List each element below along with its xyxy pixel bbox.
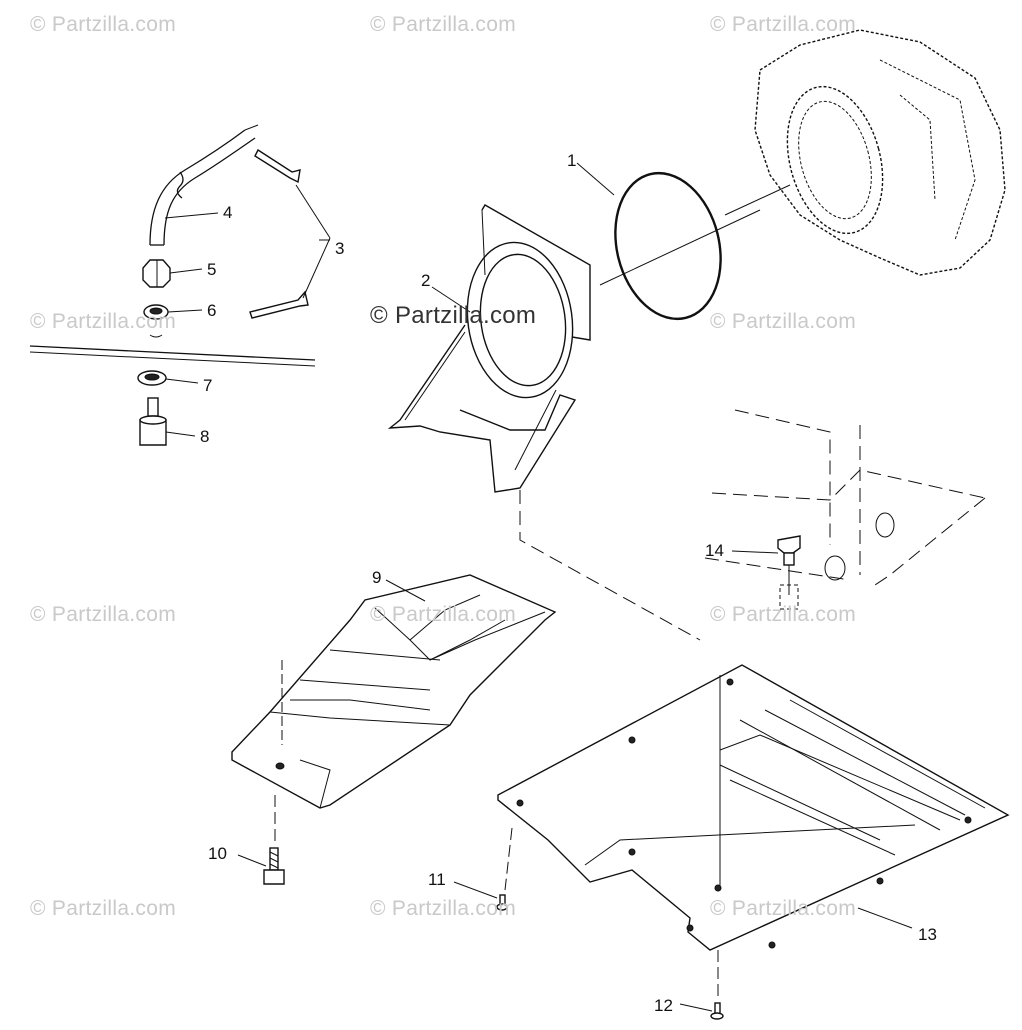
part-5-nut <box>142 259 171 288</box>
part-4-hose <box>149 124 259 246</box>
watermark: © Partzilla.com <box>710 310 857 333</box>
callout-7: 7 <box>203 376 213 395</box>
part-12-screw <box>710 1002 724 1020</box>
callout-13: 13 <box>918 925 937 944</box>
callout-10: 10 <box>208 844 227 863</box>
callout-14: 14 <box>705 541 724 560</box>
part-13-ride-plate <box>497 664 1010 1000</box>
watermark: © Partzilla.com <box>370 13 517 36</box>
center-watermark: © Partzilla.com <box>370 302 537 329</box>
callout-8: 8 <box>200 427 210 446</box>
watermark: © Partzilla.com <box>710 897 857 920</box>
callout-12: 12 <box>654 996 673 1015</box>
part-8-fitting <box>139 397 167 446</box>
part-11-screw <box>496 894 508 911</box>
callout-6: 6 <box>207 301 217 320</box>
callout-1: 1 <box>567 151 577 170</box>
callout-5: 5 <box>207 260 217 279</box>
part-7-washer <box>137 370 167 386</box>
callout-4: 4 <box>223 203 233 222</box>
watermark: © Partzilla.com <box>30 310 177 333</box>
watermark: © Partzilla.com <box>710 603 857 626</box>
watermark: © Partzilla.com <box>30 13 177 36</box>
leader-lines <box>164 162 913 1012</box>
watermark: © Partzilla.com <box>370 603 517 626</box>
part-2-intake-housing <box>387 204 591 493</box>
watermark: © Partzilla.com <box>710 13 857 36</box>
callout-11: 11 <box>428 870 446 889</box>
watermark: © Partzilla.com <box>370 897 517 920</box>
hull-outline <box>519 409 986 641</box>
watermark: © Partzilla.com <box>30 897 177 920</box>
jet-pump-housing <box>754 29 1006 276</box>
callout-3: 3 <box>335 239 345 258</box>
part-3-hose-clamps <box>249 148 331 319</box>
part-9-intake-grate <box>231 574 557 845</box>
callout-9: 9 <box>372 568 382 587</box>
part-10-bolt <box>263 847 285 885</box>
watermark: © Partzilla.com <box>30 603 177 626</box>
part-1-o-ring <box>599 171 791 321</box>
callout-2: 2 <box>421 271 431 290</box>
part-14-drain-plug <box>777 535 801 610</box>
